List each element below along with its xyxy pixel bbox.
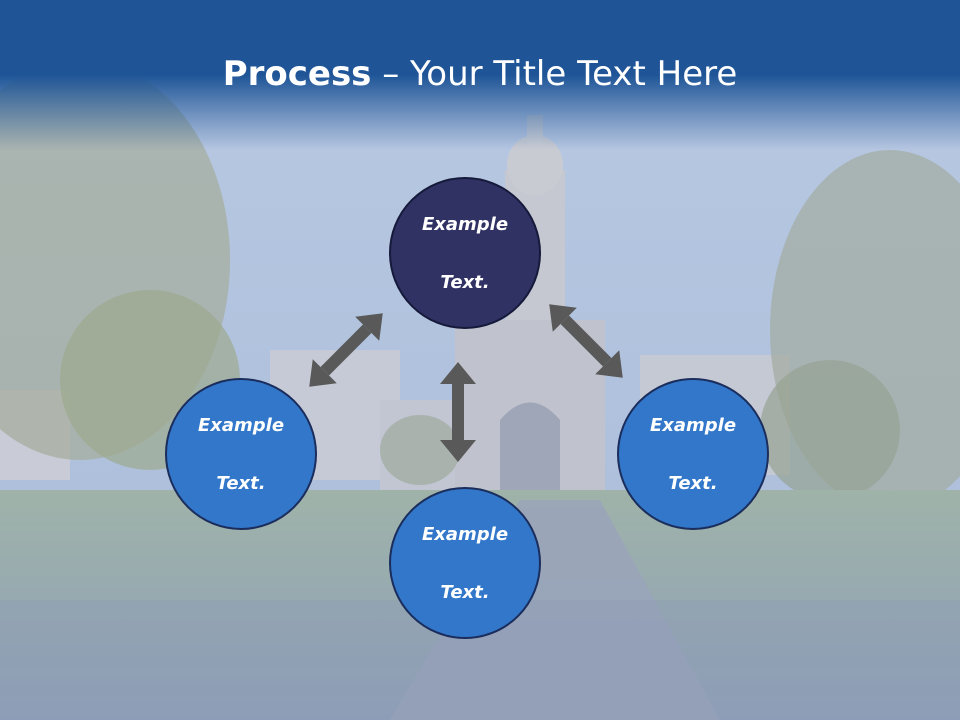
node-top-line2: Text. (440, 271, 490, 293)
node-left-line1: Example (197, 414, 285, 436)
node-top-line1: Example (421, 213, 509, 235)
title-band (0, 0, 960, 150)
arrow-top-left (309, 313, 383, 387)
title-bold: Process (222, 54, 372, 94)
slide-title: Process – Your Title Text Here (0, 52, 960, 96)
node-right-line2: Text. (668, 472, 718, 494)
title-rest: – Your Title Text Here (371, 54, 738, 94)
node-left-line2: Text. (216, 472, 266, 494)
arrow-top-right (549, 304, 623, 378)
node-bottom-line2: Text. (440, 581, 490, 603)
node-right-line1: Example (649, 414, 737, 436)
arrow-center-vertical (440, 362, 476, 462)
node-bottom-line1: Example (421, 523, 509, 545)
